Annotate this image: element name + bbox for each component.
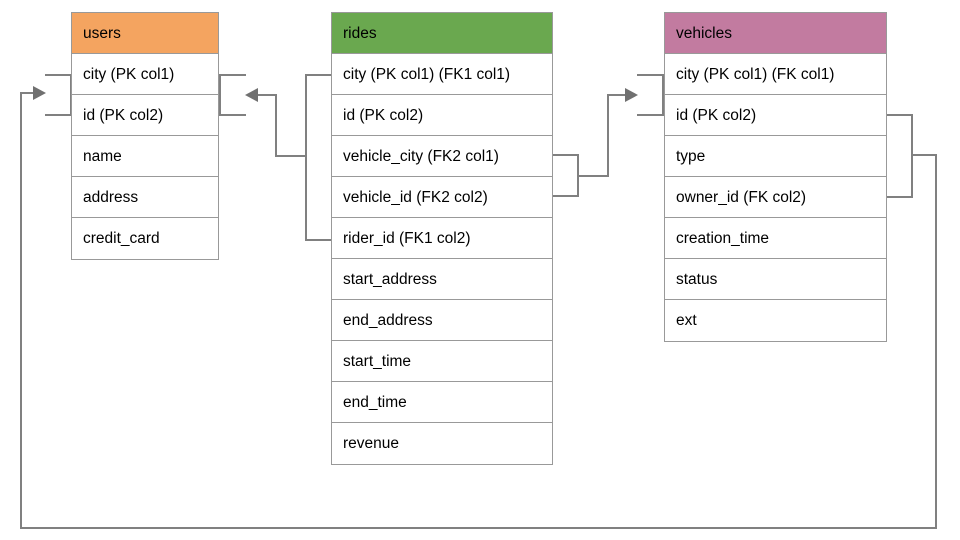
relationship-rides-vehicle-to-vehicles (552, 74, 664, 197)
relationship-rides-rider-to-users (219, 74, 332, 241)
table-row[interactable]: revenue (332, 423, 552, 464)
table-row[interactable]: name (72, 136, 218, 177)
table-row[interactable]: id (PK col2) (665, 95, 886, 136)
table-header-rides: rides (332, 13, 552, 54)
table-row[interactable]: end_address (332, 300, 552, 341)
table-header-vehicles: vehicles (665, 13, 886, 54)
relationship-arrowhead (33, 86, 46, 100)
table-row[interactable]: city (PK col1) (FK col1) (665, 54, 886, 95)
table-row[interactable]: start_time (332, 341, 552, 382)
table-row[interactable]: id (PK col2) (332, 95, 552, 136)
relationship-arrowhead (245, 88, 258, 102)
table-row[interactable]: vehicle_city (FK2 col1) (332, 136, 552, 177)
table-row[interactable]: city (PK col1) (72, 54, 218, 95)
table-row[interactable]: owner_id (FK col2) (665, 177, 886, 218)
table-row[interactable]: start_address (332, 259, 552, 300)
table-row[interactable]: type (665, 136, 886, 177)
table-row[interactable]: creation_time (665, 218, 886, 259)
table-row[interactable]: credit_card (72, 218, 218, 259)
relationship-arrowhead (625, 88, 638, 102)
table-row[interactable]: ext (665, 300, 886, 341)
table-row[interactable]: end_time (332, 382, 552, 423)
table-header-users: users (72, 13, 218, 54)
table-row[interactable]: address (72, 177, 218, 218)
table-row[interactable]: status (665, 259, 886, 300)
table-row[interactable]: id (PK col2) (72, 95, 218, 136)
table-row[interactable]: city (PK col1) (FK1 col1) (332, 54, 552, 95)
table-row[interactable]: vehicle_id (FK2 col2) (332, 177, 552, 218)
table-row[interactable]: rider_id (FK1 col2) (332, 218, 552, 259)
